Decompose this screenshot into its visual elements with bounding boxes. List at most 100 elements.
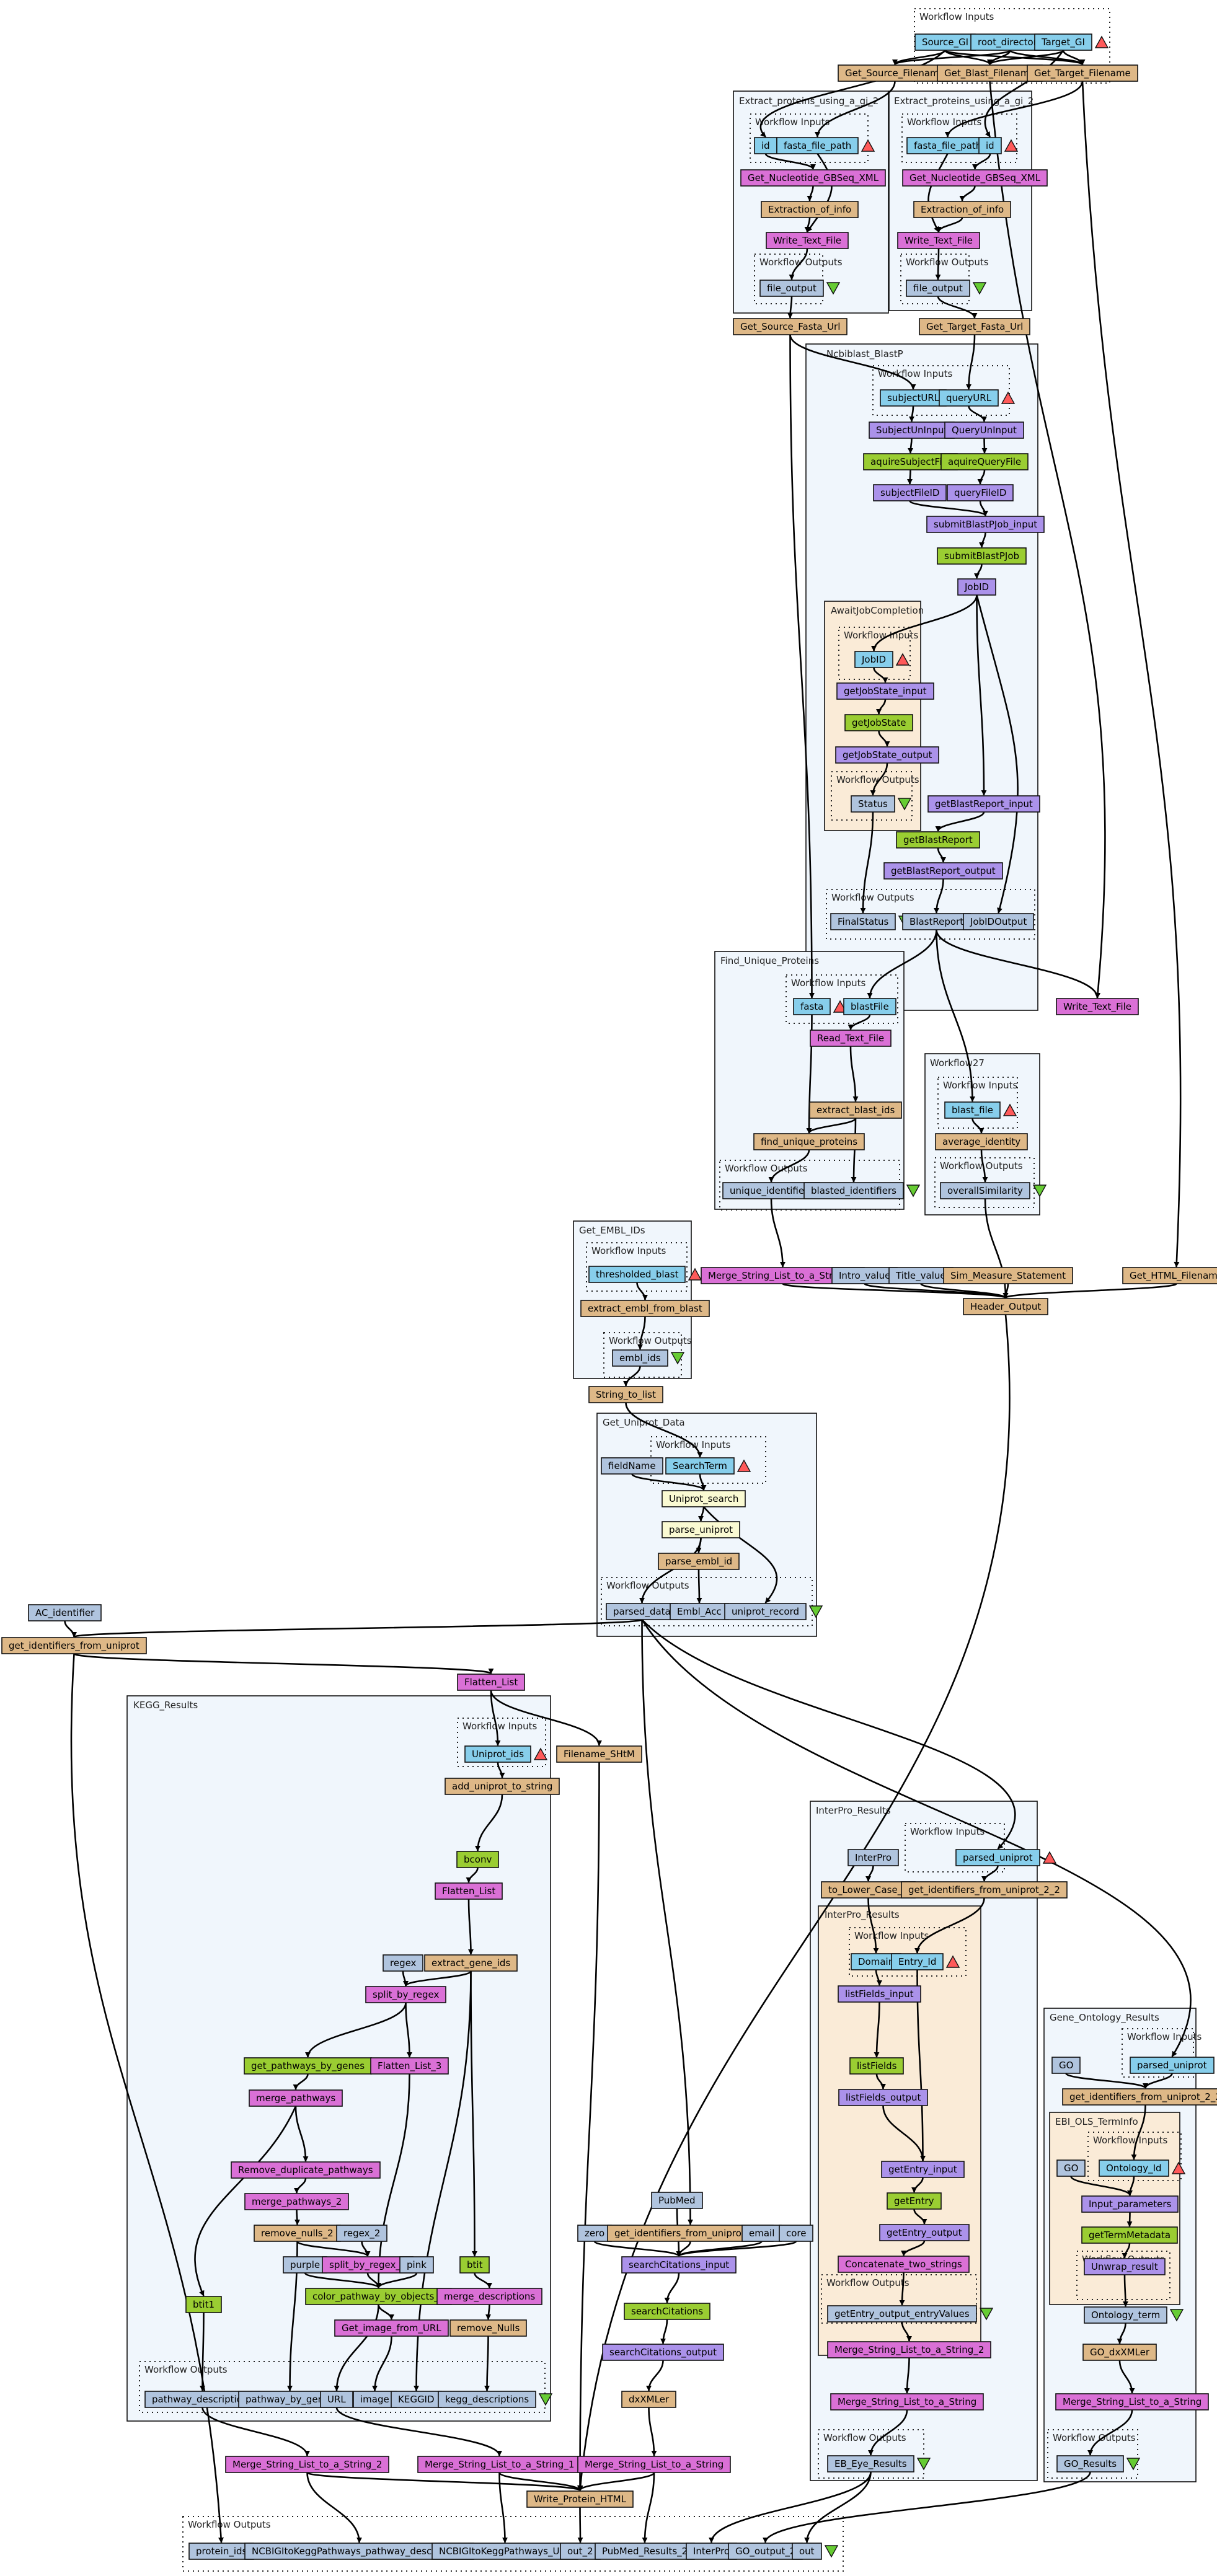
node-merge-descriptions: merge_descriptions <box>436 2288 542 2305</box>
node-label: AC_identifier <box>35 1607 95 1619</box>
node-label: Get_Nucleotide_GBSeq_XML <box>909 172 1041 184</box>
node-label: queryFileID <box>954 487 1006 498</box>
node-label: pathway_descriptions <box>152 2394 253 2406</box>
node-label: Get_Blast_Filename <box>944 68 1035 79</box>
node-label: id <box>761 140 770 151</box>
node-label: remove_Nulls <box>457 2322 520 2334</box>
node-label: Uniprot_ids <box>472 1749 524 1760</box>
cluster-title: Workflow Outputs <box>188 2519 271 2530</box>
node-parse-uniprot: parse_uniprot <box>662 1521 740 1538</box>
workflow-input-port-icon <box>895 653 910 666</box>
node-label: searchCitations <box>631 2306 703 2317</box>
edge <box>867 929 937 999</box>
cluster-d_ipino: Workflow Outputs <box>821 2274 977 2324</box>
node-string-to-list: String_to_list <box>588 1386 663 1403</box>
edge <box>763 2471 1091 2543</box>
node-label: EB_Eye_Results <box>834 2458 907 2470</box>
cluster-title: Workflow Outputs <box>725 1163 808 1174</box>
node-label: regex <box>390 1957 417 1969</box>
node-label: fasta_file_path <box>914 140 981 152</box>
cluster-d_fu: Workflow Inputs <box>786 974 898 1024</box>
node-parsed-data: parsed_data <box>606 1603 678 1620</box>
node-query-url: queryURL <box>939 389 1016 407</box>
edge <box>804 2471 872 2543</box>
edge <box>484 2336 490 2391</box>
node-get-identifiers-from-uniprot-2-2-ip: get_identifiers_from_uniprot_2_2 <box>901 1881 1068 1899</box>
node-query-unlnput: QueryUnInput <box>944 421 1024 439</box>
node-out-pathway-url: NCBIGItoKeggPathways_URL <box>431 2543 578 2560</box>
node-label: file_output <box>913 283 963 294</box>
edge <box>871 594 978 651</box>
edge <box>639 1537 702 1603</box>
node-label: split_by_regex <box>373 1989 440 2001</box>
edge <box>868 2409 908 2456</box>
node-label: btit <box>467 2259 483 2270</box>
edge <box>372 2336 392 2391</box>
cluster-title: Workflow27 <box>930 1057 985 1069</box>
edge <box>764 153 816 170</box>
node-ep1-file-output: file_output <box>759 280 841 297</box>
cluster-d_aw: Workflow Inputs <box>838 627 918 680</box>
node-uniprot-ids: Uniprot_ids <box>464 1745 548 1763</box>
edge <box>936 929 1100 999</box>
node-label: out <box>799 2546 815 2557</box>
node-label: PubMed <box>658 2195 696 2206</box>
node-ep2-id: id <box>978 137 1019 154</box>
node-label: Uniprot_search <box>669 1493 738 1505</box>
edge <box>976 594 1019 914</box>
edge <box>642 2472 655 2543</box>
node-label: Read_Text_File <box>817 1033 884 1044</box>
node-merge-pathways-2: merge_pathways_2 <box>244 2193 349 2210</box>
node-job-id-output: JobIDOutput <box>963 913 1034 930</box>
node-label: find_unique_proteins <box>761 1136 857 1148</box>
edge <box>807 185 814 201</box>
edge <box>648 2407 657 2456</box>
node-label: getEntry_output <box>887 2227 962 2239</box>
node-extract-embl-from-blast: extract_embl_from_blast <box>580 1300 710 1317</box>
edge <box>466 1867 479 1883</box>
edge <box>376 2272 418 2288</box>
node-label: overallSimilarity <box>947 1185 1023 1196</box>
node-label: aquireSubjectFile <box>870 456 950 467</box>
edge <box>71 1618 643 1638</box>
node-label: get_identifiers_from_uniprot_2_2 <box>908 1884 1060 1896</box>
workflow-output-port-icon <box>670 1352 685 1365</box>
node-regex-2: regex_2 <box>336 2225 387 2242</box>
node-list-fields: listFields <box>849 2057 904 2075</box>
node-parse-embl-id: parse_embl_id <box>658 1553 740 1570</box>
edge <box>901 2321 912 2342</box>
node-label: aquireQueryFile <box>948 456 1021 467</box>
cluster-title: Workflow Inputs <box>462 1721 537 1732</box>
node-email: email <box>741 2225 782 2242</box>
node-get-blast-report-output: getBlastReport_output <box>883 862 1003 880</box>
node-label: to_Lower_Case_2 <box>828 1884 908 1896</box>
edge <box>875 1969 882 1986</box>
node-label: getBlastReport_output <box>891 865 996 877</box>
node-label: Ontology_term <box>1091 2309 1160 2321</box>
node-out-protein-ids: protein_ids <box>188 2543 254 2560</box>
edge <box>806 153 833 232</box>
edge <box>1117 2322 1126 2344</box>
node-label: Filename_SHtM <box>564 1749 635 1760</box>
node-target-gi: Target_GI <box>1034 33 1109 51</box>
edge <box>945 81 1084 138</box>
edge <box>979 532 986 548</box>
node-label: queryURL <box>946 392 992 404</box>
edge <box>959 185 976 201</box>
cluster-d_kg: Workflow Inputs <box>457 1718 546 1767</box>
node-label: getBlastReport_input <box>935 798 1033 810</box>
workflow-input-port-icon <box>861 139 875 152</box>
node-sim-measure-statement: Sim_Measure_Statement <box>943 1267 1073 1284</box>
node-blasted-identifiers: blasted_identifiers <box>803 1182 921 1199</box>
node-get-source-fasta-url: Get_Source_Fasta_Url <box>733 318 847 335</box>
node-out-pubmed-results-2: PubMed_Results_2 <box>595 2543 695 2560</box>
node-dxxmler: dxXMLer <box>621 2391 676 2408</box>
edge <box>498 2471 583 2492</box>
edge <box>971 1118 985 1134</box>
node-label: NCBIGItoKeggPathways_pathway_description… <box>252 2546 467 2557</box>
cluster-d_kgo: Workflow Outputs <box>139 2361 546 2413</box>
cluster-d_goin: Workflow Inputs <box>1087 2132 1182 2181</box>
node-ac-identifier: AC_identifier <box>28 1604 102 1621</box>
node-label: Get_Source_Fasta_Url <box>740 321 840 333</box>
edge <box>907 469 913 485</box>
